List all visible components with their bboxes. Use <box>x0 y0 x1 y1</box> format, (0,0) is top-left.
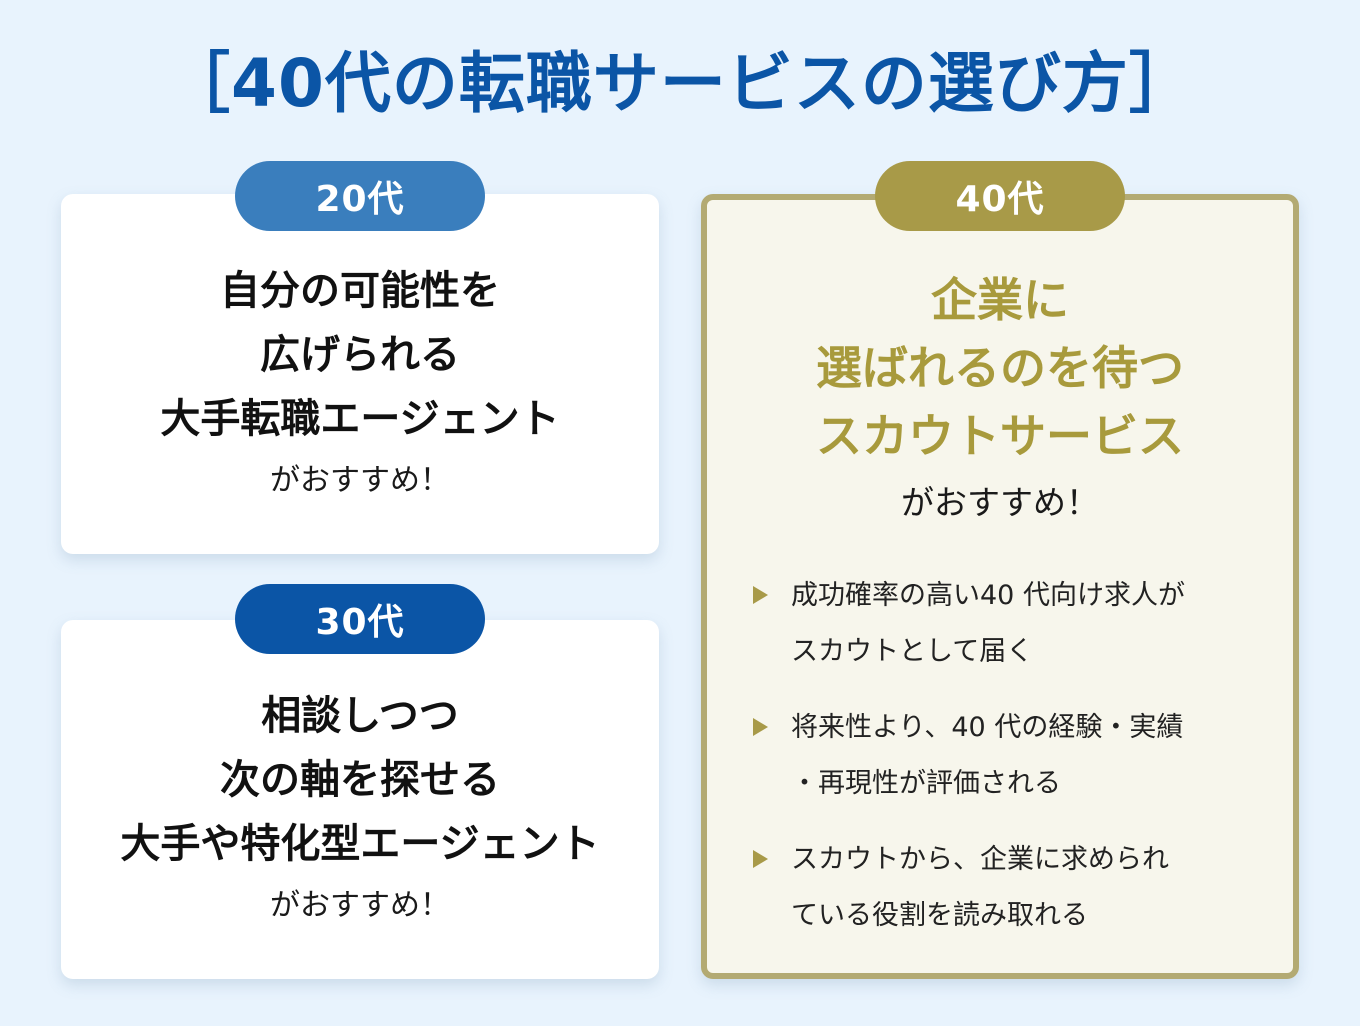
headline-line: 大手や特化型エージェント <box>120 821 600 867</box>
recommend-text: がおすすめ！ <box>270 463 450 498</box>
list-item-text: 成功確率の高い40 代向け求人が <box>791 580 1185 611</box>
headline-line: 自分の可能性を <box>220 268 500 314</box>
card-40s: 企業に 選ばれるのを待つ スカウトサービス がおすすめ！ 成功確率の高い40 代… <box>701 194 1299 979</box>
headline-line: 次の軸を探せる <box>220 757 500 803</box>
triangle-right-icon <box>753 718 768 736</box>
headline-40s: 企業に 選ばれるのを待つ スカウトサービス <box>707 266 1293 470</box>
list-item-text: ている役割を読み取れる <box>791 900 1088 931</box>
list-item-text: 将来性より、40 代の経験・実績 <box>791 712 1184 743</box>
headline-line: スカウトサービス <box>816 409 1184 463</box>
headline-20s: 自分の可能性を 広げられる 大手転職エージェント <box>61 259 659 451</box>
page-title: ［40代の転職サービスの選び方］ <box>164 45 1196 122</box>
headline-line: 企業に <box>931 273 1069 327</box>
headline-line: 相談しつつ <box>261 693 459 739</box>
headline-30s: 相談しつつ 次の軸を探せる 大手や特化型エージェント <box>61 684 659 876</box>
list-item-text: スカウトとして届く <box>791 636 1034 667</box>
headline-line: 選ばれるのを待つ <box>816 341 1184 395</box>
triangle-right-icon <box>753 850 768 868</box>
triangle-right-icon <box>753 586 768 604</box>
age-badge-40s: 40代 <box>875 161 1125 231</box>
list-item-text: ・再現性が評価される <box>791 768 1061 799</box>
age-badge-30s: 30代 <box>235 584 485 654</box>
list-item: 将来性より、40 代の経験・実績 ・再現性が評価される <box>753 700 1263 812</box>
recommend-text: がおすすめ！ <box>270 888 450 923</box>
card-30s: 相談しつつ 次の軸を探せる 大手や特化型エージェント がおすすめ！ <box>61 620 659 979</box>
headline-line: 広げられる <box>260 332 460 378</box>
age-badge-20s: 20代 <box>235 161 485 231</box>
headline-line: 大手転職エージェント <box>160 396 560 442</box>
card-20s: 自分の可能性を 広げられる 大手転職エージェント がおすすめ！ <box>61 194 659 554</box>
list-item-text: スカウトから、企業に求められ <box>791 844 1169 875</box>
recommend-text: がおすすめ！ <box>901 483 1099 522</box>
list-item: 成功確率の高い40 代向け求人が スカウトとして届く <box>753 568 1263 680</box>
benefit-list: 成功確率の高い40 代向け求人が スカウトとして届く 将来性より、40 代の経験… <box>753 568 1263 964</box>
list-item: スカウトから、企業に求められ ている役割を読み取れる <box>753 832 1263 944</box>
